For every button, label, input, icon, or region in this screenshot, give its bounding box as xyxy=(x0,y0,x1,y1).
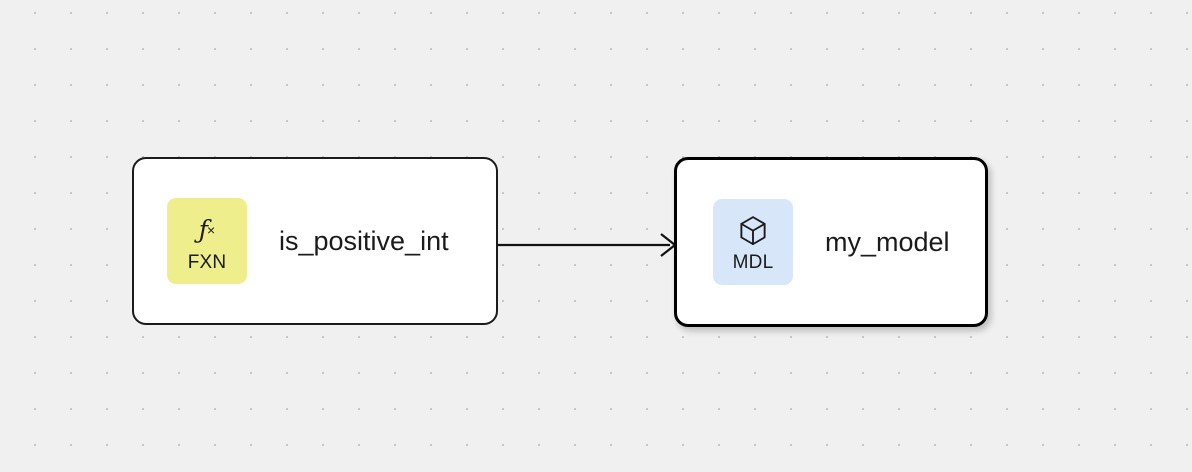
edge-fxn-to-mdl[interactable] xyxy=(498,233,677,257)
node-type-badge-fxn: ƒ× FXN xyxy=(167,198,247,284)
node-is-positive-int[interactable]: ƒ× FXN is_positive_int xyxy=(132,157,498,325)
node-type-code: FXN xyxy=(187,251,227,273)
function-fx-icon: ƒ× xyxy=(198,215,216,244)
node-title: is_positive_int xyxy=(279,225,449,256)
node-type-badge-mdl: MDL xyxy=(713,199,793,285)
node-my-model[interactable]: MDL my_model xyxy=(674,157,988,327)
cube-box-icon xyxy=(738,213,768,251)
node-type-code: MDL xyxy=(732,251,774,273)
node-title: my_model xyxy=(825,226,950,257)
